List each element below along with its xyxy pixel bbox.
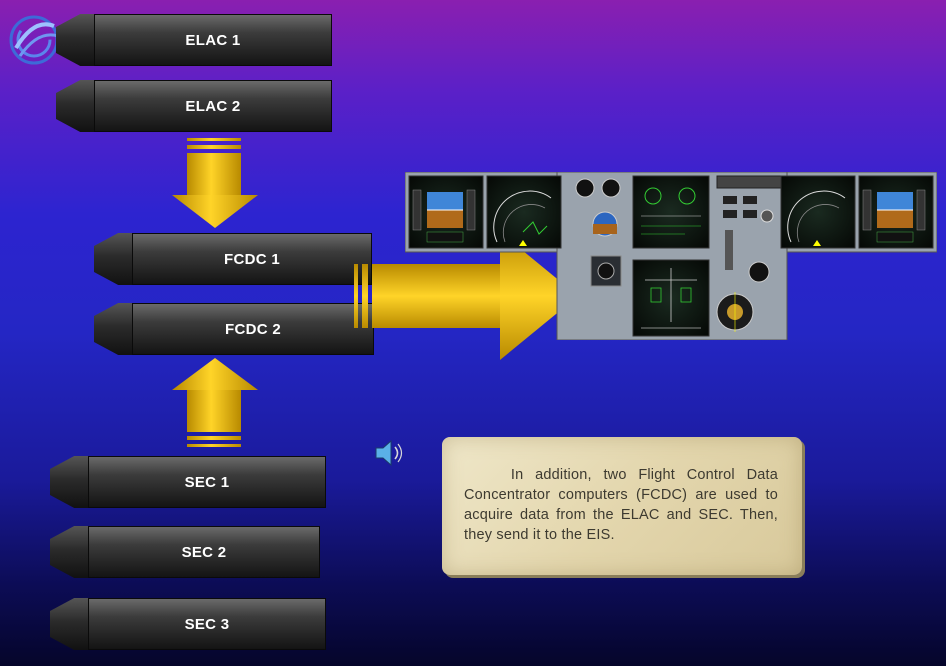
- sec-1-label: SEC 1: [88, 456, 326, 508]
- elac-1-unit: ELAC 1: [56, 14, 332, 66]
- lower-ecam: [632, 259, 710, 337]
- elac-2-label: ELAC 2: [94, 80, 332, 132]
- pfd-left: [408, 175, 484, 249]
- elac-1-label: ELAC 1: [94, 14, 332, 66]
- elac-2-unit: ELAC 2: [56, 80, 332, 132]
- panel-controls: [716, 175, 782, 332]
- down-arrow-elac-to-fcdc: [172, 138, 258, 228]
- nd-right: [780, 175, 856, 249]
- pfd-right: [858, 175, 934, 249]
- right-arrow-fcdc-to-eis: [354, 232, 578, 360]
- fcdc-2-unit: FCDC 2: [94, 303, 374, 355]
- fcdc-2-label: FCDC 2: [132, 303, 374, 355]
- fcdc-1-label: FCDC 1: [132, 233, 372, 285]
- sec-3-unit: SEC 3: [50, 598, 326, 650]
- sec-3-label: SEC 3: [88, 598, 326, 650]
- up-arrow-sec-to-fcdc: [172, 358, 258, 447]
- cockpit-instrument-panel: [405, 172, 937, 340]
- speaker-icon[interactable]: [372, 437, 404, 469]
- sec-2-unit: SEC 2: [50, 526, 320, 578]
- upper-ecam: [632, 175, 710, 249]
- description-textbox: In addition, two Flight Control Data Con…: [442, 437, 802, 575]
- nd-left: [486, 175, 562, 249]
- sec-1-unit: SEC 1: [50, 456, 326, 508]
- sec-2-label: SEC 2: [88, 526, 320, 578]
- standby-instruments: [575, 178, 622, 287]
- fcdc-1-unit: FCDC 1: [94, 233, 372, 285]
- description-text: In addition, two Flight Control Data Con…: [464, 467, 783, 543]
